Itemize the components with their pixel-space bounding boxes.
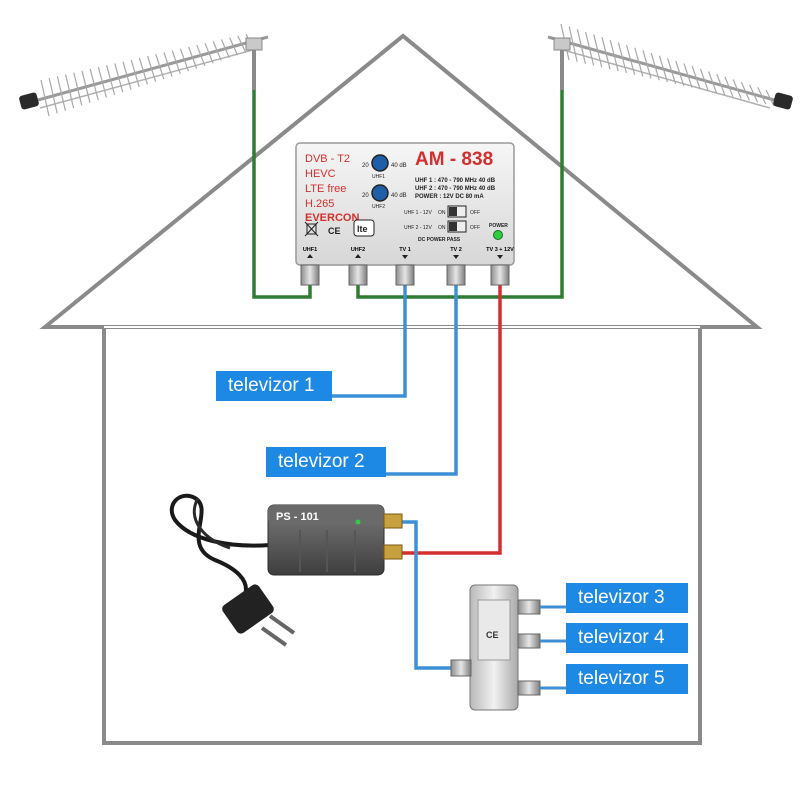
output-arrow-icon [453, 255, 459, 259]
splitter-out-port [517, 633, 541, 649]
splitter-input-port [450, 659, 472, 677]
left-antenna [19, 33, 269, 117]
amp-spec-line: UHF 1 : 470 - 790 MHz 40 dB [415, 178, 496, 184]
svg-text:ON: ON [438, 225, 446, 231]
input-arrow-icon [307, 254, 313, 258]
svg-text:DC POWER PASS: DC POWER PASS [418, 237, 461, 243]
svg-text:ON: ON [438, 210, 446, 216]
amp-feature-line: LTE free [305, 183, 346, 195]
f-connector-port [348, 264, 368, 286]
amplifier-am838: DVB - T2 HEVC LTE free H.265 EVERCON AM … [295, 142, 515, 266]
amp-feature-line: HEVC [305, 168, 336, 180]
weee-bin-icon [306, 223, 317, 235]
amp-port-label: TV 3 + 12V [486, 247, 514, 253]
amp-brand: EVERCON [305, 212, 359, 224]
f-connector-port [395, 264, 415, 286]
tv1-cable [330, 283, 407, 398]
power-cord [169, 493, 271, 596]
output-arrow-icon [497, 255, 503, 259]
amp-port-label: UHF1 [303, 247, 317, 253]
power-led [493, 230, 503, 240]
power-supply-ps101: PS - 101 [169, 493, 403, 647]
svg-text:UHF1: UHF1 [372, 174, 385, 180]
f-connector-port [446, 264, 466, 286]
right-antenna [547, 23, 793, 110]
tv2-cable [372, 283, 458, 476]
f-connector-port [300, 264, 320, 286]
amp-port-label: TV 2 [450, 247, 462, 253]
gain-knob-1 [371, 154, 389, 172]
splitter-out-port [517, 599, 541, 615]
input-arrow-icon [355, 254, 361, 258]
amp-feature-line: DVB - T2 [305, 153, 350, 165]
svg-text:20: 20 [362, 163, 369, 169]
tv-label-2: televizor 2 [266, 447, 386, 477]
svg-text:lte: lte [357, 224, 368, 234]
tv-label-1: televizor 1 [216, 371, 332, 401]
svg-text:40 dB: 40 dB [391, 163, 407, 169]
ce-mark-icon: CE [328, 226, 341, 236]
amp-spec-line: POWER : 12V DC 80 mA [415, 194, 484, 200]
psu-output-port [383, 513, 403, 529]
svg-text:POWER: POWER [489, 223, 508, 229]
f-connector-port [490, 264, 510, 286]
svg-text:UHF 2 - 12V: UHF 2 - 12V [404, 225, 432, 231]
splitter-1x3: CE [450, 584, 566, 711]
amp-spec-line: UHF 2 : 470 - 790 MHz 40 dB [415, 186, 496, 192]
psu-input-port [383, 544, 403, 560]
splitter-out-port [517, 680, 541, 696]
svg-text:OFF: OFF [470, 210, 480, 216]
psu-splitter-cable [400, 520, 452, 670]
psu-led [355, 519, 361, 525]
splitter-ce-icon: CE [486, 630, 499, 640]
lte-logo-icon [353, 219, 375, 237]
svg-text:40 dB: 40 dB [391, 193, 407, 199]
tv-label-5: televizor 5 [566, 664, 688, 694]
output-arrow-icon [402, 255, 408, 259]
amp-model: AM - 838 [415, 149, 493, 170]
power-plug-icon [222, 584, 274, 634]
gain-knob-2 [371, 184, 389, 202]
svg-text:OFF: OFF [470, 225, 480, 231]
amp-port-label: TV 1 [399, 247, 411, 253]
psu-label: PS - 101 [276, 511, 319, 523]
svg-text:20: 20 [362, 193, 369, 199]
svg-text:UHF2: UHF2 [372, 204, 385, 210]
tv-label-4: televizor 4 [566, 623, 688, 653]
amplifier-ports [300, 264, 510, 286]
tv-label-3: televizor 3 [566, 583, 688, 613]
tv3-12v-cable [400, 283, 502, 555]
amp-port-label: UHF2 [351, 247, 365, 253]
amp-feature-line: H.265 [305, 198, 334, 210]
svg-text:UHF 1 - 12V: UHF 1 - 12V [404, 210, 432, 216]
